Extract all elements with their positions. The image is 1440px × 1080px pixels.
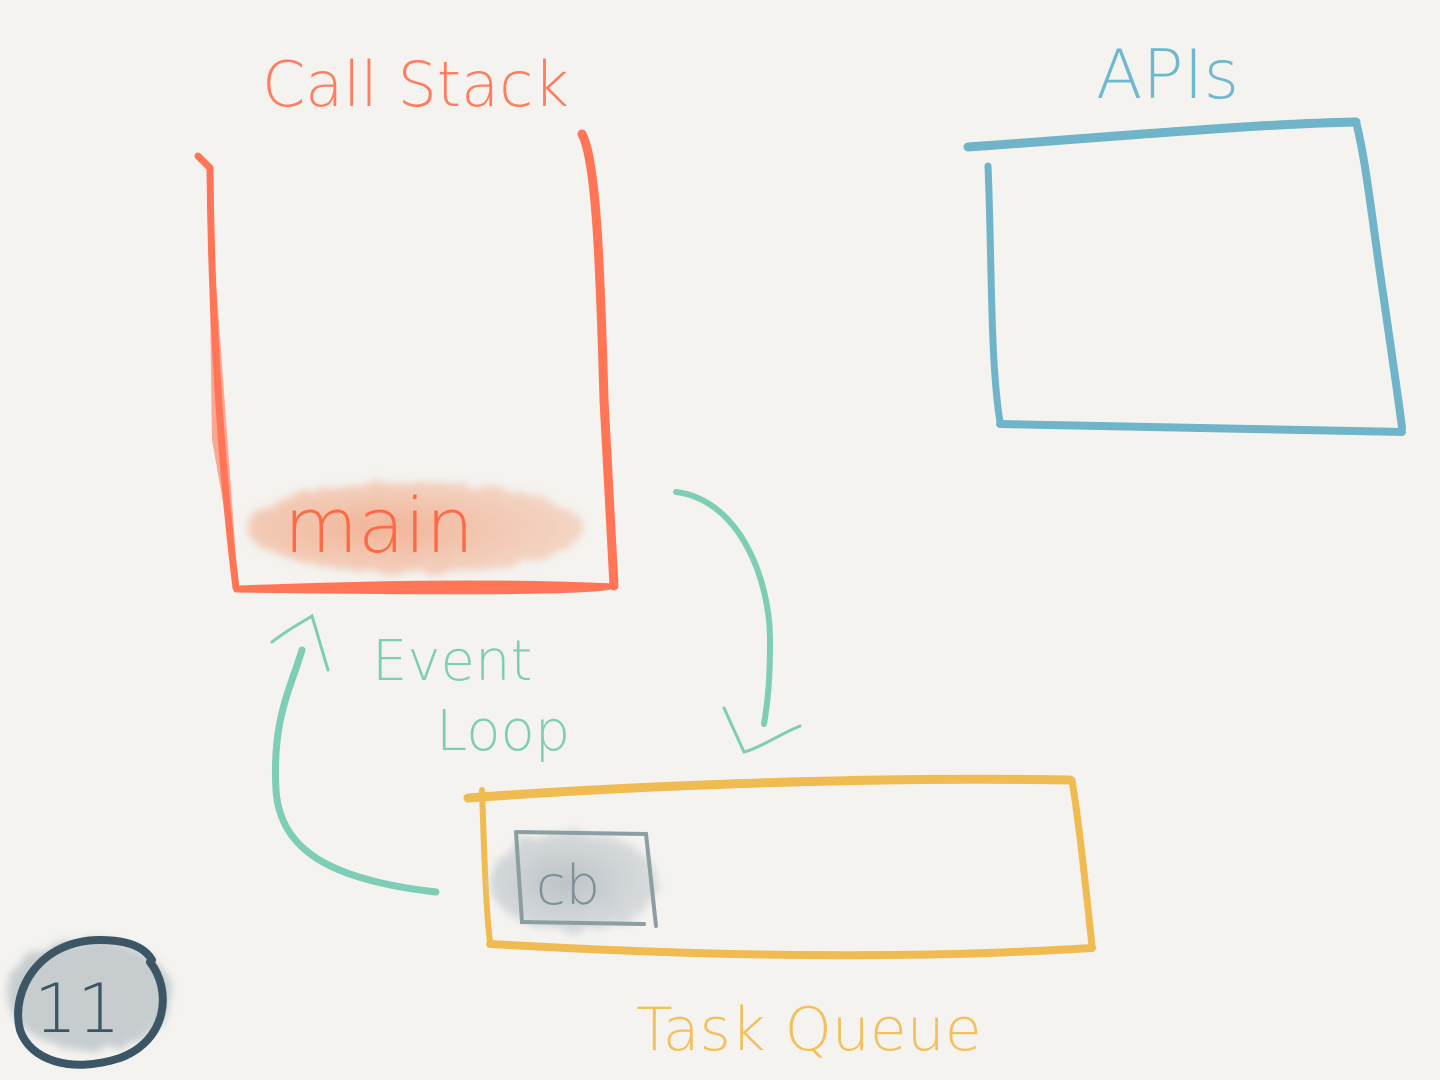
arrow-up-head-icon (270, 613, 330, 672)
task-queue-item-label: cb (536, 854, 600, 917)
apis-title: APIs (1096, 36, 1239, 115)
stack-frame-label: main (284, 481, 474, 570)
event-loop-arrows (270, 489, 802, 896)
arrow-to-stack-curve (271, 646, 440, 896)
arrow-to-queue-curve (673, 489, 774, 727)
call-stack-container (194, 129, 619, 595)
event-loop-label-line1: Event (372, 629, 532, 694)
slide-number: 11 (34, 970, 121, 1049)
apis-container (963, 117, 1406, 436)
task-queue-item-cb[interactable]: cb (490, 830, 658, 932)
call-stack-title: Call Stack (262, 48, 569, 121)
task-queue-title: Task Queue (636, 995, 982, 1065)
slide-number-badge: 11 (8, 935, 172, 1069)
arrow-down-head-icon (722, 706, 802, 754)
task-queue-container (463, 774, 1096, 960)
event-loop-label-line2: Loop (436, 699, 570, 764)
stack-frame-main[interactable]: main (247, 481, 583, 574)
